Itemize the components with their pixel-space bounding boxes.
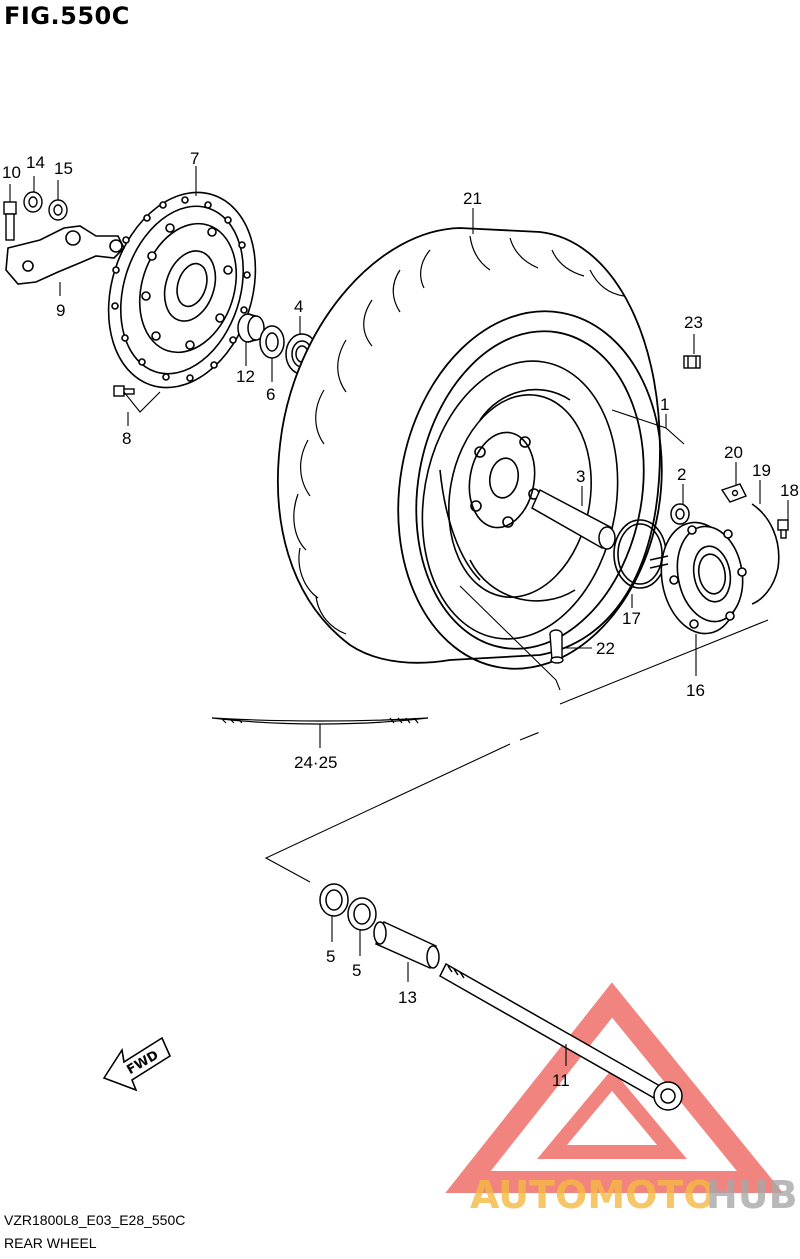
washer-15-icon [48,199,68,221]
nut-14-icon [23,191,43,213]
callout-24-25: 24·25 [294,753,337,772]
callout-12: 12 [236,367,255,386]
callout-7: 7 [190,149,199,168]
rear-tire [277,227,663,670]
watermark-part1: AUTOMOTO [470,1173,716,1217]
balance-weight-24-25-icon [211,717,429,725]
watermark-part2: HUB [706,1173,798,1217]
callout-5a: 5 [326,947,335,966]
caliper-bracket [5,225,125,285]
disc-holes [111,196,251,382]
callout-18: 18 [780,481,799,500]
callout-4: 4 [294,297,303,316]
watermark-text: AUTOMOTO HUB [470,1173,798,1217]
rear-wheel-rim [421,360,619,640]
callout-9: 9 [56,301,65,320]
callout-23: 23 [684,313,703,332]
forward-arrow-icon: FWD [102,1036,172,1092]
callout-8: 8 [122,429,131,448]
model-code: VZR1800L8_E03_E28_550C [4,1212,186,1228]
callout-14: 14 [26,153,45,172]
damper-23-icon [683,355,701,369]
callout-labels: 10 14 15 9 7 8 12 6 4 21 23 1 2 3 20 19 … [2,149,799,1090]
callout-13: 13 [398,988,417,1007]
callout-19: 19 [752,461,771,480]
callout-2: 2 [677,465,686,484]
seal-6-icon [259,325,285,359]
watermark-logo-icon [445,982,784,1193]
bearing-5a-icon [319,883,349,917]
spacer-12-icon [237,313,265,343]
spacer-3-icon [531,488,616,550]
callout-22: 22 [596,639,615,658]
spacer-13-icon [373,920,440,970]
callout-11: 11 [552,1071,570,1090]
bearing-5b-icon [347,897,377,931]
retaining-clip-19-icon [751,503,780,605]
axle-11-icon [439,962,683,1111]
callout-16: 16 [686,681,705,700]
leader-lines [9,166,789,1066]
callout-21: 21 [463,189,482,208]
callout-10: 10 [2,163,21,182]
callout-6: 6 [266,385,275,404]
figure-name: REAR WHEEL [4,1235,97,1251]
callout-20: 20 [724,443,743,462]
bolt-18-icon [777,519,789,539]
bolt-10-icon [3,201,17,241]
air-valve-22-icon [549,629,564,664]
sprocket-hub-16-icon [649,521,747,635]
bearing-2-icon [670,503,690,525]
callout-3: 3 [576,467,585,486]
disc-bolt-8-icon [113,385,135,397]
callout-1: 1 [660,395,669,414]
figure-title: FIG.550C [4,2,130,30]
brake-disc [107,191,257,389]
tread-pattern [293,235,625,635]
callout-17: 17 [622,609,641,628]
callout-15: 15 [54,159,73,178]
callout-5b: 5 [352,961,361,980]
lock-plate-20-icon [720,483,747,503]
